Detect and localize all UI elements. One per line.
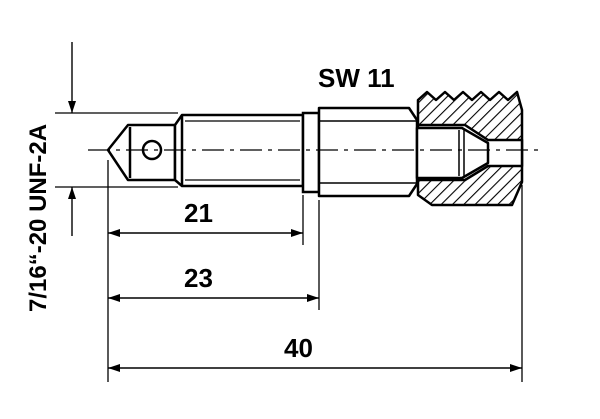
- dim-23-label: 23: [184, 263, 213, 293]
- collar: [301, 111, 321, 194]
- wrench-size-label: SW 11: [318, 63, 395, 93]
- threaded-shank: [173, 113, 305, 188]
- screw-tip: [106, 123, 177, 182]
- thread-spec-label: 7/16“-20 UNF-2A: [25, 124, 52, 312]
- dim-40-label: 40: [284, 333, 313, 363]
- screw-seat: [415, 126, 490, 180]
- hex-head: [317, 106, 419, 198]
- dim-21-label: 21: [184, 198, 213, 228]
